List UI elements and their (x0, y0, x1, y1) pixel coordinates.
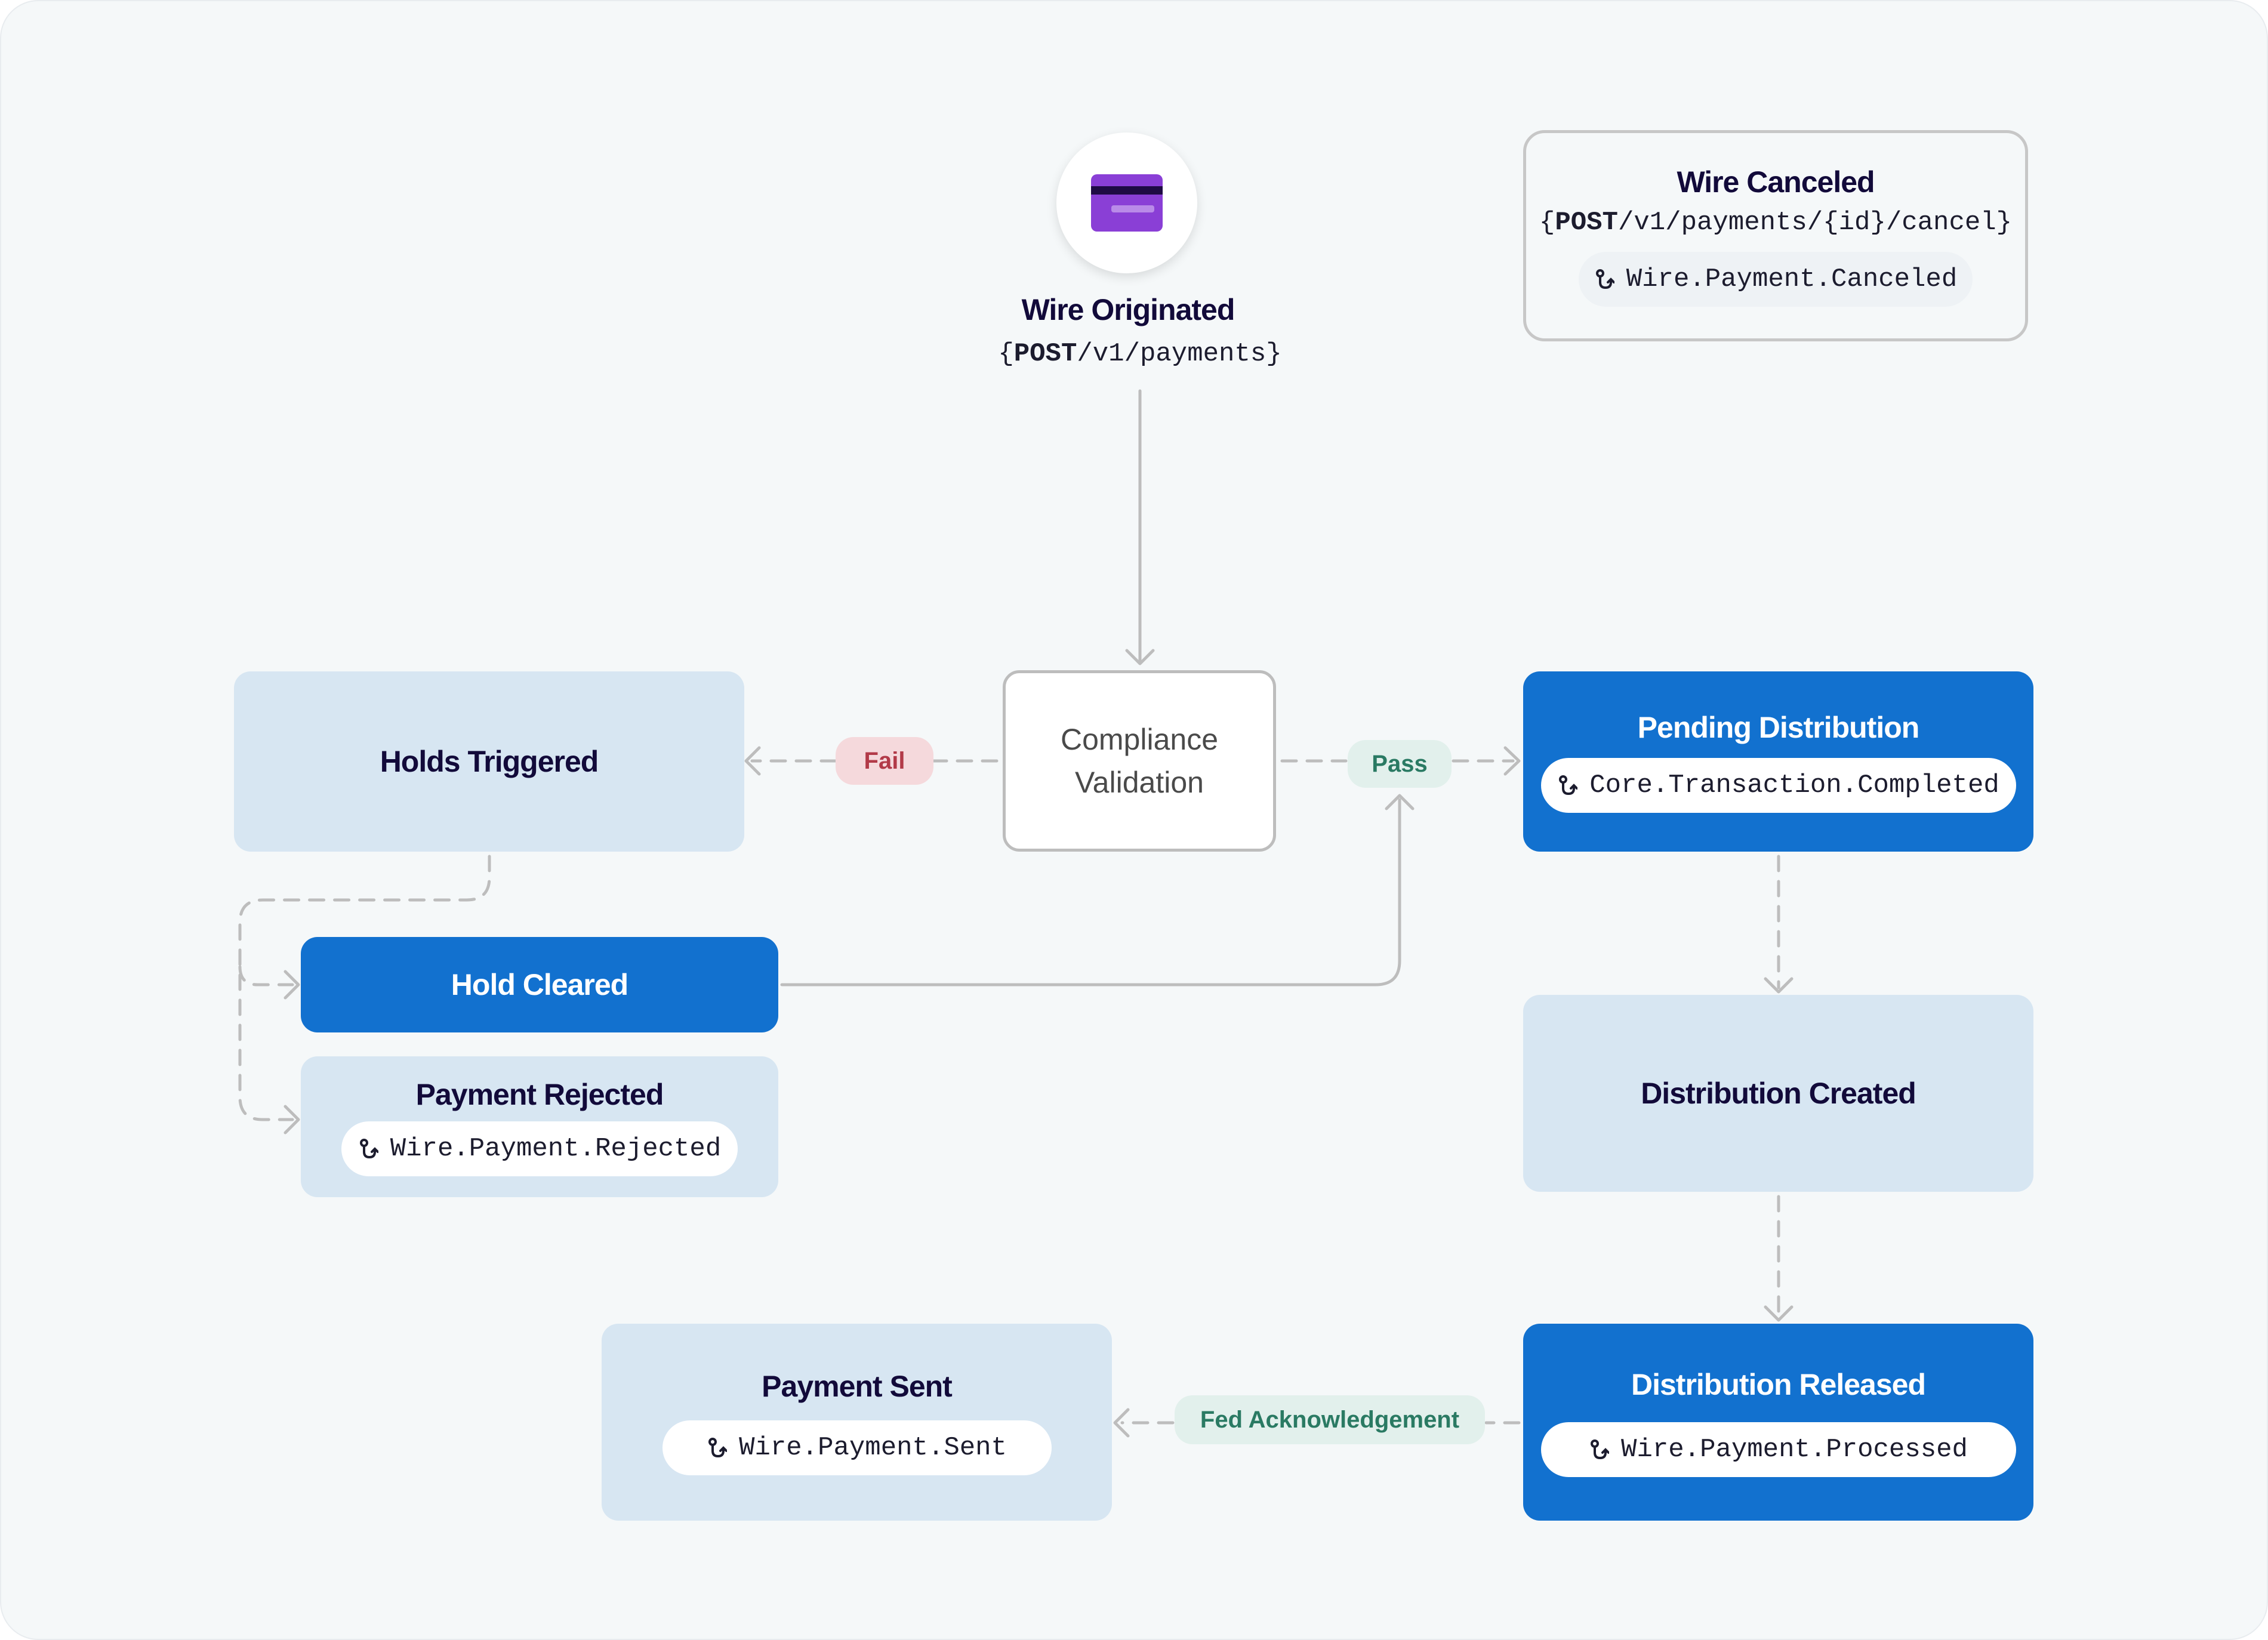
dist-created-title: Distribution Created (1641, 1077, 1916, 1110)
credit-card-icon (1091, 174, 1163, 232)
fed-acknowledgement-label: Fed Acknowledgement (1175, 1395, 1485, 1444)
brace-open: { (1539, 208, 1555, 238)
pending-event: Core.Transaction.Completed (1589, 770, 1999, 800)
pending-distribution-node[interactable]: Pending Distribution Core.Transaction.Co… (1523, 671, 2033, 852)
canceled-event: Wire.Payment.Canceled (1626, 264, 1958, 294)
webhook-icon (1595, 269, 1614, 289)
pass-label: Pass (1348, 740, 1452, 788)
compliance-validation-node[interactable]: Compliance Validation (1003, 670, 1276, 852)
arrowhead-released (1764, 1305, 1794, 1322)
dist-released-title: Distribution Released (1631, 1368, 1926, 1401)
rejected-event: Wire.Payment.Rejected (390, 1134, 722, 1164)
arrowhead-compliance (1125, 649, 1155, 665)
holds-triggered-node[interactable]: Holds Triggered (234, 671, 744, 852)
payment-sent-node[interactable]: Payment Sent Wire.Payment.Sent (602, 1324, 1112, 1521)
holds-title: Holds Triggered (380, 745, 599, 778)
api-method: POST (1013, 339, 1077, 369)
compliance-line2: Validation (1075, 766, 1204, 799)
arrowhead-sent (1113, 1408, 1130, 1438)
pending-title: Pending Distribution (1637, 711, 1920, 744)
brace-close: } (1266, 339, 1282, 369)
canceled-title: Wire Canceled (1677, 165, 1875, 199)
hold-cleared-node[interactable]: Hold Cleared (301, 937, 778, 1032)
payment-rejected-node[interactable]: Payment Rejected Wire.Payment.Rejected (301, 1056, 778, 1197)
arrowhead-rejected (284, 1105, 300, 1135)
originated-endpoint: {POST/v1/payments} (949, 339, 1331, 369)
canceled-event-pill: Wire.Payment.Canceled (1579, 252, 1973, 307)
canceled-endpoint: {POST/v1/payments/{id}/cancel} (1539, 208, 2012, 238)
webhook-icon (359, 1139, 378, 1159)
api-path: /v1/payments (1077, 339, 1266, 369)
pending-event-pill: Core.Transaction.Completed (1540, 758, 2016, 813)
webhook-icon (1559, 775, 1578, 796)
distribution-released-node[interactable]: Distribution Released Wire.Payment.Proce… (1523, 1324, 2033, 1521)
rejected-title: Payment Rejected (415, 1078, 664, 1111)
webhook-icon (1591, 1439, 1610, 1460)
api-method: POST (1555, 208, 1618, 238)
sent-title: Payment Sent (762, 1370, 953, 1403)
released-event: Wire.Payment.Processed (1621, 1435, 1968, 1465)
hold-cleared-title: Hold Cleared (451, 968, 628, 1001)
arrowhead-pass (1385, 794, 1415, 810)
arrowhead-pending (1503, 746, 1521, 776)
originated-title: Wire Originated (1021, 293, 1235, 326)
fail-label: Fail (836, 737, 933, 785)
connector-hold-cleared-to-pass (780, 798, 1401, 987)
brace-close: } (1996, 208, 2013, 238)
arrowhead-hold-cleared (284, 970, 300, 1000)
wire-canceled-node[interactable]: Wire Canceled {POST/v1/payments/{id}/can… (1523, 130, 2028, 341)
sent-event: Wire.Payment.Sent (739, 1433, 1007, 1463)
webhook-icon (708, 1438, 728, 1458)
compliance-line1: Compliance (1060, 723, 1218, 756)
arrowhead-created (1764, 977, 1794, 994)
arrowhead-holds (744, 746, 761, 776)
card-icon-circle (1056, 132, 1197, 273)
rejected-event-pill: Wire.Payment.Rejected (341, 1121, 738, 1176)
brace-open: { (998, 339, 1014, 369)
connector-holds-branch (238, 855, 491, 1121)
api-path: /v1/payments/{id}/cancel (1617, 208, 1996, 238)
sent-event-pill: Wire.Payment.Sent (662, 1420, 1052, 1475)
distribution-created-node[interactable]: Distribution Created (1523, 995, 2033, 1192)
released-event-pill: Wire.Payment.Processed (1540, 1422, 2016, 1477)
